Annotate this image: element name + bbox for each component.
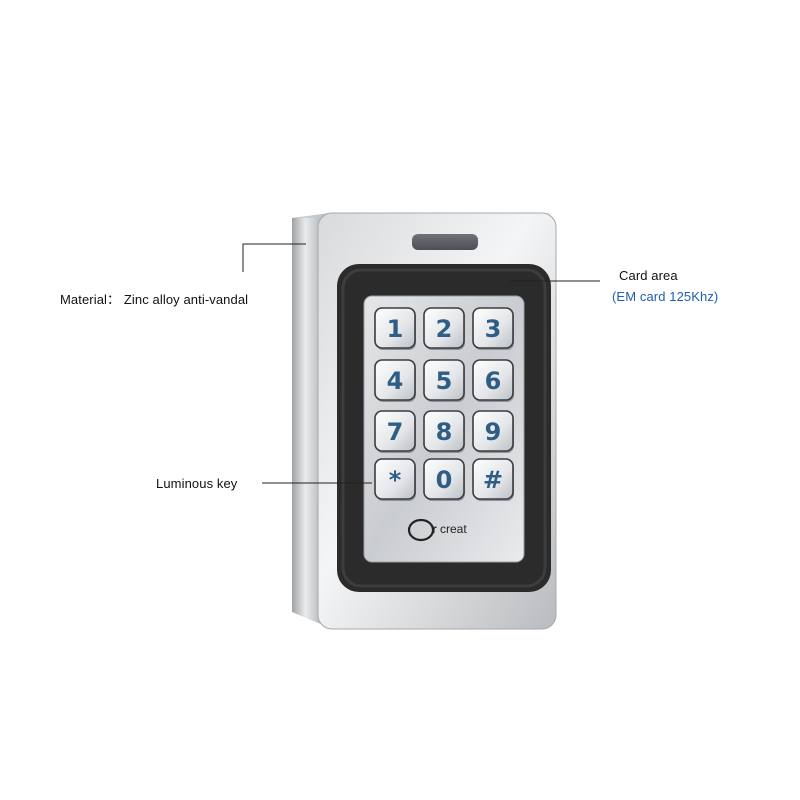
key-2[interactable]: 2 xyxy=(423,307,465,350)
key-face xyxy=(423,410,465,452)
bezel-inner-ridge xyxy=(341,268,547,588)
key-face xyxy=(472,458,514,500)
key-0[interactable]: 0 xyxy=(423,458,465,501)
key-label: 4 xyxy=(387,367,404,395)
callout-lines xyxy=(242,243,600,484)
card-spec-label: (EM card 125Khz) xyxy=(612,289,719,304)
key-label: 3 xyxy=(485,315,502,343)
key-face xyxy=(374,458,416,500)
key-face xyxy=(423,359,465,401)
material-label: Material： Zinc alloy anti-vandal xyxy=(60,292,249,307)
key-3[interactable]: 3 xyxy=(472,307,514,350)
key-label: * xyxy=(389,466,402,494)
keypad-keys: 1 2 3 4 5 6 7 8 9 * 0 # xyxy=(374,307,514,501)
key-label: 1 xyxy=(387,315,404,343)
key-label: # xyxy=(483,466,503,494)
led-indicator xyxy=(412,234,478,250)
brand-logo: r creat xyxy=(407,518,467,542)
key-face xyxy=(472,359,514,401)
key-face xyxy=(374,410,416,452)
key-8[interactable]: 8 xyxy=(423,410,465,453)
key-4[interactable]: 4 xyxy=(374,359,416,402)
key-9[interactable]: 9 xyxy=(472,410,514,453)
brand-logo-mark xyxy=(407,518,435,542)
key-label: 5 xyxy=(436,367,453,395)
key-hash[interactable]: # xyxy=(472,458,514,501)
key-face xyxy=(374,307,416,349)
brand-logo-letter: r xyxy=(432,522,437,536)
key-7[interactable]: 7 xyxy=(374,410,416,453)
key-face xyxy=(423,458,465,500)
key-6[interactable]: 6 xyxy=(472,359,514,402)
key-face xyxy=(472,410,514,452)
key-1[interactable]: 1 xyxy=(374,307,416,350)
key-face xyxy=(472,307,514,349)
key-star[interactable]: * xyxy=(374,458,416,501)
luminous-key-label: Luminous key xyxy=(156,476,238,491)
key-5[interactable]: 5 xyxy=(423,359,465,402)
key-face xyxy=(374,359,416,401)
key-label: 0 xyxy=(436,466,453,494)
key-label: 7 xyxy=(387,418,404,446)
key-label: 8 xyxy=(436,418,453,446)
card-area-label: Card area xyxy=(619,268,678,283)
key-face xyxy=(423,307,465,349)
material-callout-line xyxy=(242,243,306,272)
key-label: 2 xyxy=(436,315,453,343)
brand-logo-text: creat xyxy=(440,522,467,536)
key-label: 9 xyxy=(485,418,502,446)
key-label: 6 xyxy=(485,367,502,395)
